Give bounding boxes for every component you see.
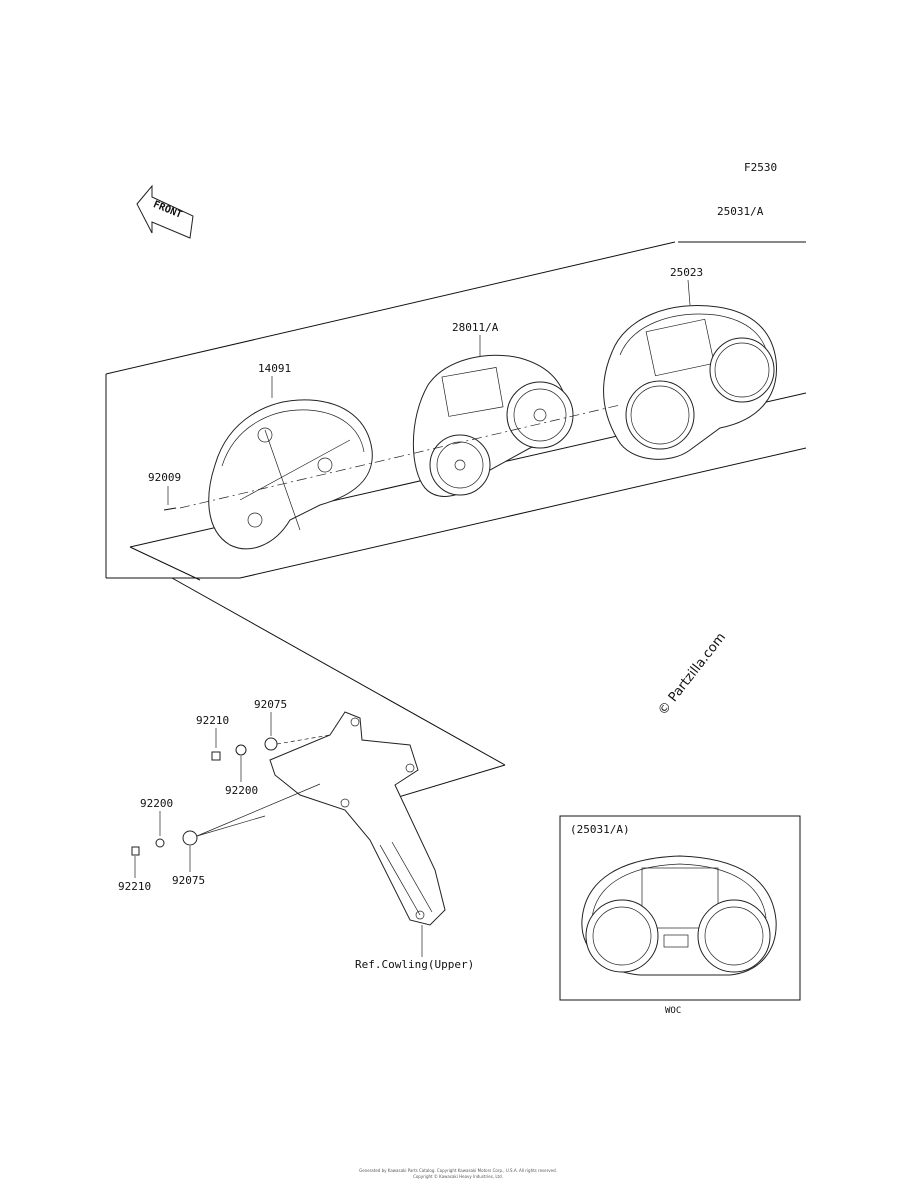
assembly-axis-line	[179, 404, 621, 509]
inset-label: (25031/A)	[570, 823, 630, 836]
front-arrow-icon: FRONT	[136, 184, 194, 239]
callout-92075-lower: 92075	[172, 874, 205, 887]
grommet-92075-lower	[182, 830, 198, 846]
footer-copyright-line1: Generated by Kawasaki Parts Catalog. Cop…	[359, 1168, 557, 1173]
callout-92200-upper: 92200	[225, 784, 258, 797]
inset-25031a: (25031/A)	[559, 815, 801, 1001]
washer-92200-lower	[155, 838, 165, 848]
callout-14091: 14091	[258, 362, 291, 375]
washer-92200-upper	[235, 744, 247, 756]
callout-28011a: 28011/A	[452, 321, 499, 334]
meter-case-14091	[208, 399, 373, 550]
callout-25031a: 25031/A	[717, 205, 764, 218]
ref-cowling-label: Ref.Cowling(Upper)	[355, 958, 474, 971]
nut-92210-upper	[211, 751, 221, 761]
grommet-92075-upper	[264, 737, 278, 751]
callout-92210-upper: 92210	[196, 714, 229, 727]
nut-92210-lower	[131, 846, 140, 856]
meter-assembly-28011a	[412, 354, 574, 497]
meter-bracket	[269, 711, 446, 926]
diagram-code: F2530	[744, 161, 777, 174]
screw-92009	[163, 507, 177, 511]
callout-92210-lower: 92210	[118, 880, 151, 893]
callout-92075-upper: 92075	[254, 698, 287, 711]
callout-92200-lower: 92200	[140, 797, 173, 810]
callout-92009: 92009	[148, 471, 181, 484]
inset-caption: WOC	[665, 1006, 681, 1016]
watermark: © Partzilla.com	[655, 630, 729, 718]
meter-cover-25023	[603, 305, 777, 460]
footer-copyright-line2: Copyright © Kawasaki Heavy Industries, L…	[413, 1174, 503, 1179]
callout-25023: 25023	[670, 266, 703, 279]
